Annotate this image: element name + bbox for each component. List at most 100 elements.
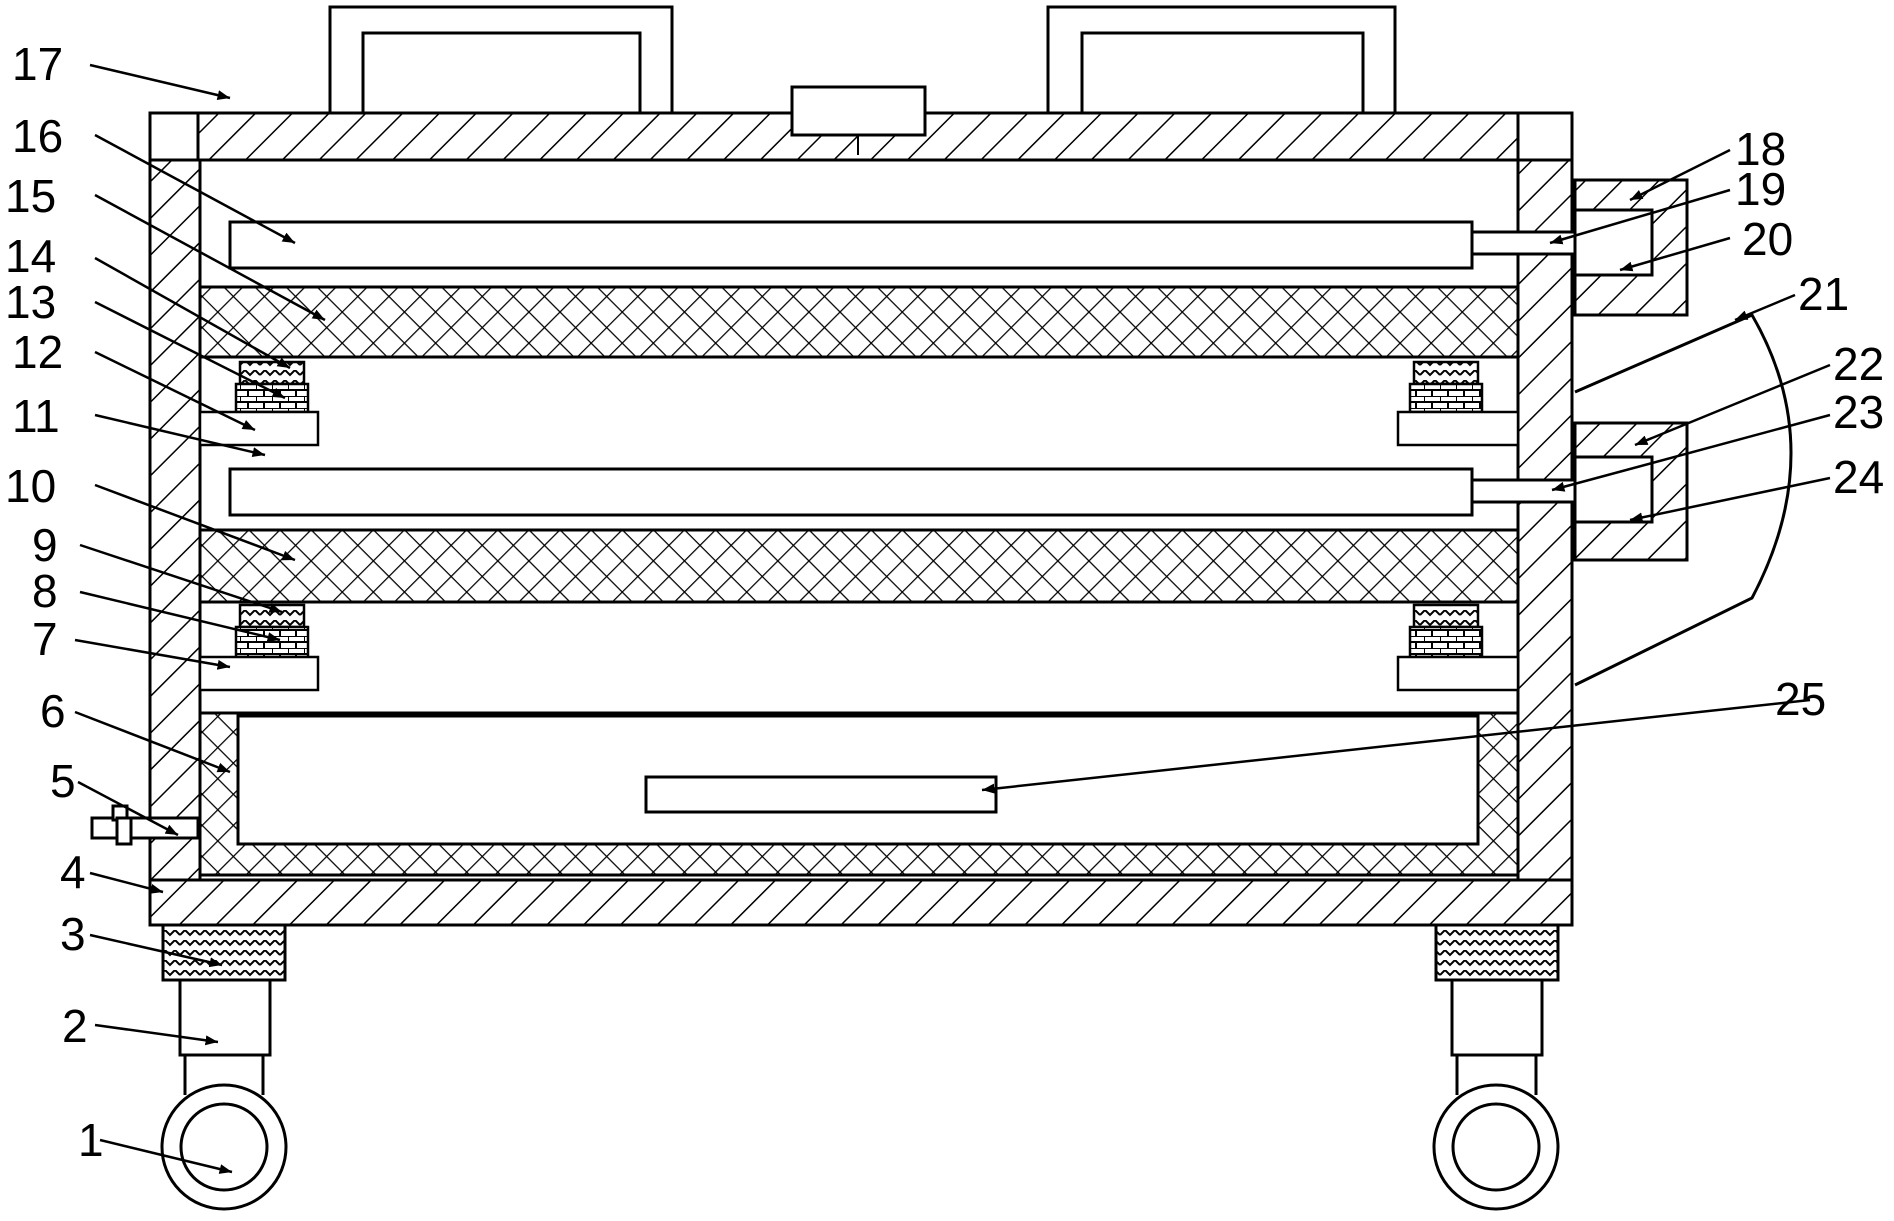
callout-7: 7	[32, 613, 58, 665]
upper-connector-rod	[1470, 230, 1577, 256]
lower-side-box-inner	[1573, 455, 1654, 524]
drawer-inner	[236, 714, 1480, 846]
valve-pipe	[90, 816, 200, 840]
handle-right	[1046, 5, 1397, 113]
shock-absorber-right	[1434, 923, 1560, 982]
callout-18: 18	[1735, 123, 1786, 175]
bottom-plate	[148, 878, 1574, 927]
callout-24: 24	[1833, 451, 1884, 503]
top-corner-left	[148, 111, 200, 162]
leader-5	[77, 780, 179, 837]
callout-12: 12	[12, 326, 63, 378]
bracket-upper-left	[198, 410, 320, 447]
left-wall	[148, 158, 202, 882]
top-corner-right	[1516, 111, 1574, 162]
bracket-upper-right	[1396, 410, 1520, 447]
callout-labels: 1 2 3 4 5 6 7 8 9 10 11 12 13 14 15 16 1…	[5, 38, 1884, 1166]
callout-21: 21	[1798, 268, 1849, 320]
spring-upper-right	[1412, 360, 1480, 386]
upper-mesh-tray	[198, 285, 1520, 359]
right-wall	[1516, 158, 1574, 882]
leader-17	[89, 63, 231, 100]
upper-tray	[198, 220, 1577, 359]
middle-mesh-tray	[198, 528, 1520, 604]
callout-10: 10	[5, 460, 56, 512]
callout-17: 17	[12, 38, 63, 90]
callout-19: 19	[1735, 163, 1786, 215]
leg-post-right	[1450, 978, 1544, 1057]
callout-5: 5	[50, 755, 76, 807]
drawer-handle	[644, 775, 998, 814]
leader-22	[1634, 363, 1831, 447]
leader-24	[1629, 476, 1831, 523]
leader-19	[1549, 188, 1731, 245]
valve-body	[115, 816, 133, 846]
leader-18	[1629, 148, 1731, 202]
leader-13	[94, 300, 286, 400]
leader-lines	[74, 63, 1831, 1174]
controller-box	[790, 85, 927, 137]
handle-left	[328, 5, 674, 113]
lower-supports	[198, 603, 1520, 692]
drawer	[198, 711, 1520, 877]
middle-tray	[198, 467, 1577, 604]
callout-20: 20	[1742, 213, 1793, 265]
right-side-units	[1573, 178, 1793, 687]
callout-13: 13	[5, 276, 56, 328]
bracket-lower-left	[198, 655, 320, 692]
callout-16: 16	[12, 110, 63, 162]
damper-block-upper-left	[234, 382, 310, 414]
leader-12	[94, 350, 256, 432]
callout-23: 23	[1833, 386, 1884, 438]
leader-3	[89, 933, 223, 968]
leader-14	[94, 256, 291, 370]
middle-connector-rod	[1470, 478, 1577, 504]
power-cable	[1574, 313, 1793, 687]
wheel-fork-right	[1455, 1055, 1538, 1095]
leader-8	[79, 590, 281, 642]
shock-absorber-left	[161, 923, 287, 982]
wheel-hub-left	[179, 1102, 269, 1192]
upper-supports	[198, 360, 1520, 447]
damper-block-lower-right	[1408, 625, 1484, 659]
leader-21	[1734, 293, 1796, 322]
leader-11	[94, 413, 266, 458]
leader-7	[74, 638, 231, 670]
upper-heater-tube	[228, 220, 1474, 270]
callout-8: 8	[32, 565, 58, 617]
callout-3: 3	[60, 908, 86, 960]
wheel-hub-right	[1451, 1102, 1541, 1192]
damper-block-upper-right	[1408, 382, 1484, 414]
leader-4	[89, 871, 164, 894]
callout-11: 11	[12, 390, 60, 442]
callout-1: 1	[78, 1114, 104, 1166]
callout-14: 14	[5, 230, 56, 282]
callout-25: 25	[1775, 673, 1826, 725]
bracket-lower-right	[1396, 655, 1520, 692]
callout-15: 15	[5, 170, 56, 222]
callout-4: 4	[60, 846, 86, 898]
callout-9: 9	[32, 519, 58, 571]
leader-23	[1551, 413, 1831, 492]
leader-20	[1619, 236, 1731, 272]
middle-heater-tube	[228, 467, 1474, 517]
leader-25	[981, 698, 1811, 794]
callout-22: 22	[1833, 338, 1884, 390]
leader-10	[94, 483, 296, 562]
leader-6	[74, 710, 231, 774]
leg-post-left	[178, 978, 272, 1057]
leg-right	[1432, 923, 1560, 1211]
leader-9	[79, 543, 283, 614]
leader-15	[94, 193, 326, 322]
callout-6: 6	[40, 685, 66, 737]
leader-2	[94, 1023, 219, 1046]
leg-left	[160, 923, 288, 1211]
leader-1	[99, 1138, 233, 1174]
leader-16	[94, 133, 296, 245]
housing	[148, 111, 1574, 927]
callout-2: 2	[62, 1000, 88, 1052]
spring-lower-right	[1412, 603, 1480, 629]
wheel-fork-left	[183, 1055, 265, 1095]
